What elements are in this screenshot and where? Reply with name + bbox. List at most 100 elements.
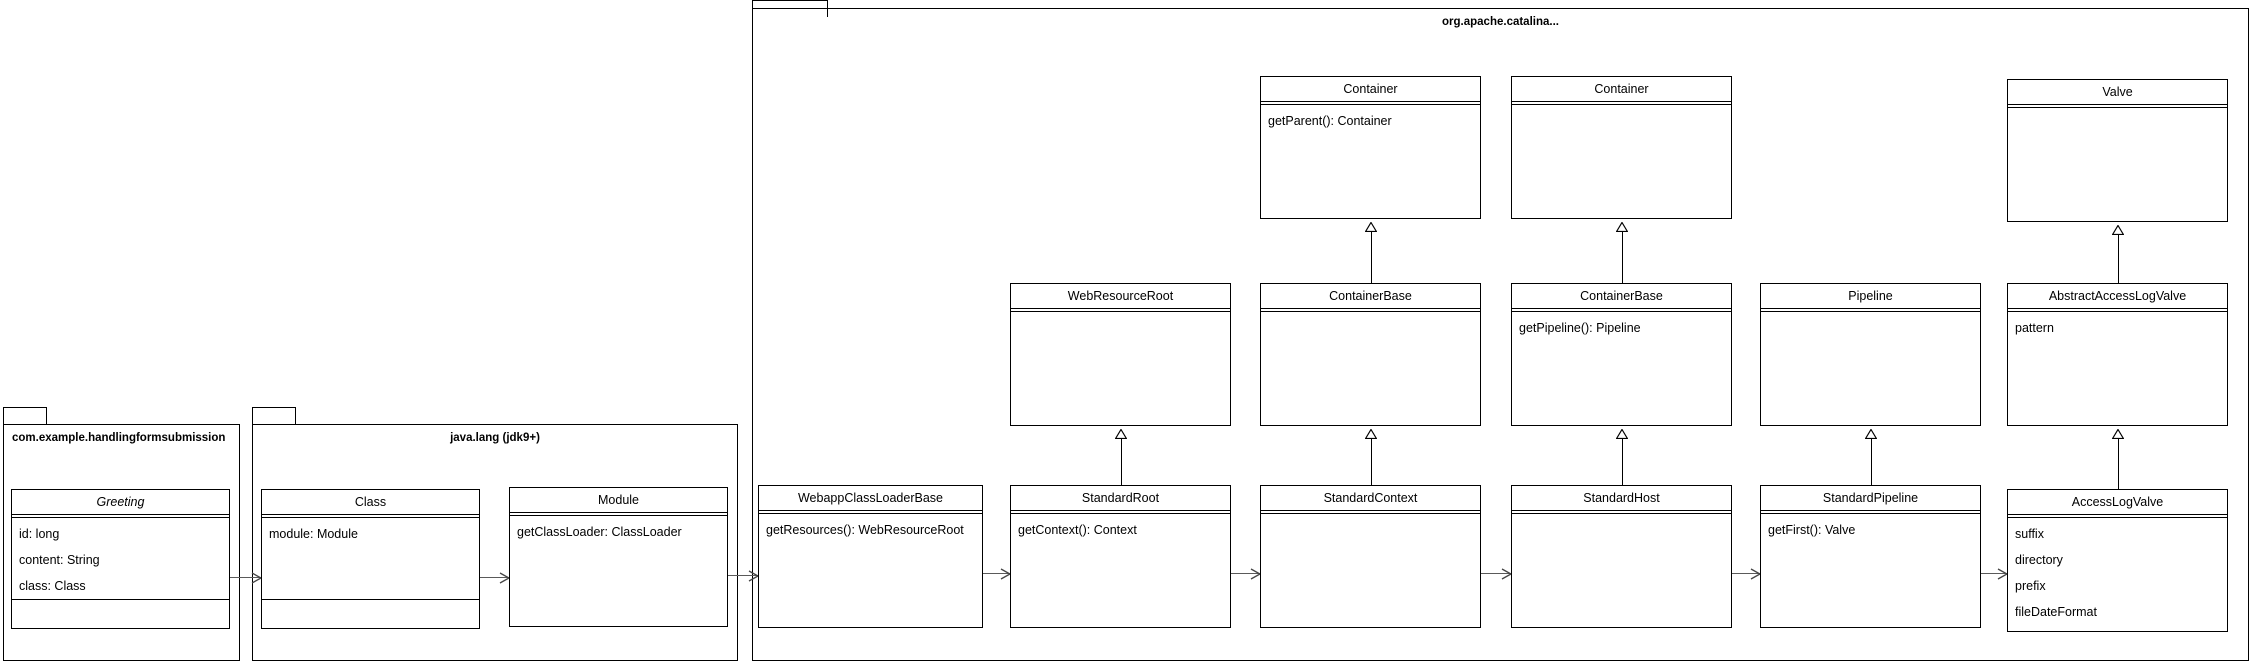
class-name: Greeting	[12, 490, 229, 515]
class-compartment-separator	[1512, 102, 1731, 105]
association-line-standardpipeline-to-accesslogvalve	[1981, 573, 2007, 574]
class-member: prefix	[2015, 579, 2046, 593]
package-tab-pkg-handlingformsubmission	[3, 407, 47, 424]
generalization-line-abstractaccesslogvalve-to-valve	[2118, 231, 2119, 283]
class-compartment-separator	[262, 515, 479, 518]
uml-class-standardpipeline[interactable]: StandardPipeline getFirst(): Valve	[1760, 485, 1981, 628]
class-members-compartment: getContext(): Context	[1011, 514, 1230, 627]
class-members-compartment: getResources(): WebResourceRoot	[759, 514, 982, 627]
uml-class-container-2[interactable]: Container	[1511, 76, 1732, 219]
class-name: Valve	[2008, 80, 2227, 105]
uml-class-standardcontext[interactable]: StandardContext	[1260, 485, 1481, 628]
generalization-arrowhead-standardhost-to-containerbase-2	[1615, 426, 1629, 444]
class-member: id: long	[19, 527, 60, 541]
association-line-module-to-webappclassloaderbase	[728, 575, 758, 576]
class-name: Container	[1261, 77, 1480, 102]
class-member: getFirst(): Valve	[1768, 523, 1856, 537]
class-member: content: String	[19, 553, 100, 567]
class-member: getPipeline(): Pipeline	[1519, 321, 1641, 335]
class-name: ContainerBase	[1261, 284, 1480, 309]
generalization-arrowhead-containerbase-1-to-container-1	[1364, 219, 1378, 237]
class-members-compartment	[1011, 312, 1230, 425]
class-compartment-separator	[1011, 309, 1230, 312]
uml-class-containerbase-1[interactable]: ContainerBase	[1260, 283, 1481, 426]
generalization-arrowhead-standardroot-to-webresourceroot	[1114, 426, 1128, 444]
uml-class-containerbase-2[interactable]: ContainerBase getPipeline(): Pipeline	[1511, 283, 1732, 426]
class-name: Container	[1512, 77, 1731, 102]
class-compartment-separator	[1512, 309, 1731, 312]
association-line-standardhost-to-standardpipeline	[1732, 573, 1760, 574]
class-compartment-separator	[2008, 309, 2227, 312]
generalization-line-standardhost-to-containerbase-2	[1622, 435, 1623, 485]
class-name: ContainerBase	[1512, 284, 1731, 309]
package-title: java.lang (jdk9+)	[450, 432, 540, 444]
uml-class-container-1[interactable]: Container getParent(): Container	[1260, 76, 1481, 219]
package-title: org.apache.catalina...	[1442, 16, 1559, 28]
class-members-compartment	[1261, 312, 1480, 425]
generalization-arrowhead-abstractaccesslogvalve-to-valve	[2111, 222, 2125, 240]
class-compartment-separator	[510, 513, 727, 516]
uml-class-standardhost[interactable]: StandardHost	[1511, 485, 1732, 628]
association-line-class-to-module	[480, 577, 509, 578]
association-line-standardcontext-to-standardhost	[1481, 573, 1511, 574]
uml-class-pipeline[interactable]: Pipeline	[1760, 283, 1981, 426]
class-compartment-separator	[12, 515, 229, 518]
class-member: fileDateFormat	[2015, 605, 2097, 619]
class-compartment-separator	[1261, 511, 1480, 514]
class-compartment-separator	[2008, 515, 2227, 518]
class-member: getParent(): Container	[1268, 114, 1392, 128]
association-line-webappclassloaderbase-to-standardroot	[983, 573, 1010, 574]
class-members-compartment: suffix directory prefix fileDateFormat	[2008, 518, 2227, 631]
class-name: StandardPipeline	[1761, 486, 1980, 511]
class-members-compartment: pattern	[2008, 312, 2227, 425]
class-name: Module	[510, 488, 727, 513]
uml-class-valve[interactable]: Valve	[2007, 79, 2228, 222]
package-tab-pkg-javalang	[252, 407, 296, 424]
class-name: StandardRoot	[1011, 486, 1230, 511]
class-compartment-separator	[1011, 511, 1230, 514]
generalization-line-standardpipeline-to-pipeline	[1871, 435, 1872, 485]
class-members-compartment: id: long content: String class: Class	[12, 518, 229, 600]
class-member: getContext(): Context	[1018, 523, 1137, 537]
class-members-compartment: getClassLoader: ClassLoader	[510, 516, 727, 626]
class-name: Pipeline	[1761, 284, 1980, 309]
generalization-line-standardcontext-to-containerbase-1	[1371, 435, 1372, 485]
class-compartment-separator	[1512, 511, 1731, 514]
class-members-compartment	[1261, 514, 1480, 627]
class-member: module: Module	[269, 527, 358, 541]
class-member: suffix	[2015, 527, 2044, 541]
generalization-line-containerbase-1-to-container-1	[1371, 228, 1372, 283]
class-compartment-separator	[2008, 105, 2227, 108]
class-members-compartment: getPipeline(): Pipeline	[1512, 312, 1731, 425]
uml-class-greeting[interactable]: Greeting id: long content: String class: Cl…	[11, 489, 230, 629]
class-member: class: Class	[19, 579, 86, 593]
class-member: directory	[2015, 553, 2063, 567]
class-members-compartment	[2008, 108, 2227, 221]
class-name: StandardContext	[1261, 486, 1480, 511]
class-compartment-separator	[1761, 309, 1980, 312]
class-name: WebResourceRoot	[1011, 284, 1230, 309]
class-members-compartment	[1512, 105, 1731, 218]
generalization-arrowhead-accesslogvalve-to-abstractaccesslogvalve	[2111, 426, 2125, 444]
generalization-line-containerbase-2-to-container-2	[1622, 228, 1623, 283]
uml-class-webresourceroot[interactable]: WebResourceRoot	[1010, 283, 1231, 426]
association-line-greeting-to-class	[230, 577, 261, 578]
class-members-compartment: getParent(): Container	[1261, 105, 1480, 218]
class-compartment-separator	[1261, 102, 1480, 105]
generalization-line-standardroot-to-webresourceroot	[1121, 435, 1122, 485]
class-members-compartment: module: Module	[262, 518, 479, 600]
class-name: Class	[262, 490, 479, 515]
association-line-standardroot-to-standardcontext	[1231, 573, 1260, 574]
generalization-arrowhead-standardpipeline-to-pipeline	[1864, 426, 1878, 444]
uml-class-class[interactable]: Class module: Module	[261, 489, 480, 629]
class-compartment-separator	[1261, 309, 1480, 312]
uml-class-standardroot[interactable]: StandardRoot getContext(): Context	[1010, 485, 1231, 628]
generalization-line-accesslogvalve-to-abstractaccesslogvalve	[2118, 435, 2119, 489]
uml-class-module[interactable]: Module getClassLoader: ClassLoader	[509, 487, 728, 627]
class-compartment-separator	[1761, 511, 1980, 514]
class-members-compartment: getFirst(): Valve	[1761, 514, 1980, 627]
